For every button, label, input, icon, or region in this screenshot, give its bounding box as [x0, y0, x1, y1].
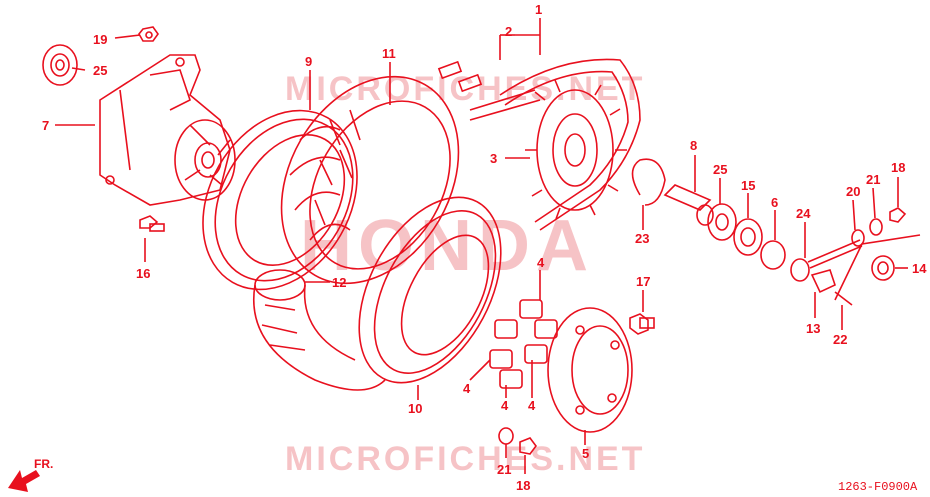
callout-20: 20 [846, 184, 860, 199]
callout-23: 23 [635, 231, 649, 246]
callout-24: 24 [796, 206, 811, 221]
callout-25-right: 25 [713, 162, 727, 177]
bearing-right [707, 203, 737, 241]
circlip [631, 158, 666, 206]
callout-17: 17 [636, 274, 650, 289]
drum-plate [547, 307, 633, 433]
callout-9: 9 [305, 54, 312, 69]
drive-chain [437, 58, 641, 231]
callout-18-bottom: 18 [516, 478, 530, 493]
callout-6: 6 [771, 195, 778, 210]
callout-3: 3 [490, 151, 497, 166]
callout-16: 16 [136, 266, 150, 281]
bracket-line [834, 234, 921, 301]
front-label: FR. [34, 457, 53, 471]
front-arrow-icon [8, 470, 40, 492]
oil-seal [733, 218, 763, 256]
callout-4-top: 4 [537, 255, 545, 270]
bolt-16 [139, 215, 165, 232]
watermark-bottom: MICROFICHES.NET [285, 440, 645, 478]
callout-19: 19 [93, 32, 107, 47]
callout-10: 10 [408, 401, 422, 416]
callout-13: 13 [806, 321, 820, 336]
callout-8: 8 [690, 138, 697, 153]
washers-right [851, 207, 907, 247]
dampers [489, 299, 558, 389]
nut-19 [138, 26, 159, 42]
callout-4-right: 4 [528, 398, 536, 413]
axle-adjuster [790, 239, 863, 282]
wheel-rim-right [358, 196, 502, 384]
callout-7: 7 [42, 118, 49, 133]
callout-11: 11 [382, 46, 396, 61]
tire [280, 75, 460, 285]
callout-5: 5 [582, 446, 589, 461]
bolt-17 [629, 313, 655, 335]
bearing-left [42, 44, 78, 86]
callout-12: 12 [332, 275, 346, 290]
leader-lines [55, 18, 908, 474]
diagram-code: 1263-F0900A [838, 480, 918, 494]
callout-25-left: 25 [93, 63, 107, 78]
wheel-rim-left [202, 109, 358, 291]
spacer-collar [663, 184, 714, 226]
callout-21-bottom: 21 [497, 462, 511, 477]
inner-tube [253, 269, 386, 391]
watermark-top: MICROFICHES.NET [285, 70, 645, 108]
callout-2: 2 [505, 24, 512, 39]
axle-nut [871, 255, 895, 281]
adjuster-block [810, 269, 836, 294]
callout-21-right: 21 [866, 172, 880, 187]
callout-4-mid: 4 [501, 398, 509, 413]
callout-18-right: 18 [891, 160, 905, 175]
callout-1: 1 [535, 2, 542, 17]
sprocket [525, 79, 627, 220]
callout-22: 22 [833, 332, 847, 347]
callout-15: 15 [741, 178, 755, 193]
rear-hub [99, 54, 236, 206]
callout-14: 14 [912, 261, 927, 276]
collar-6 [760, 240, 786, 270]
callout-4-left: 4 [463, 381, 471, 396]
